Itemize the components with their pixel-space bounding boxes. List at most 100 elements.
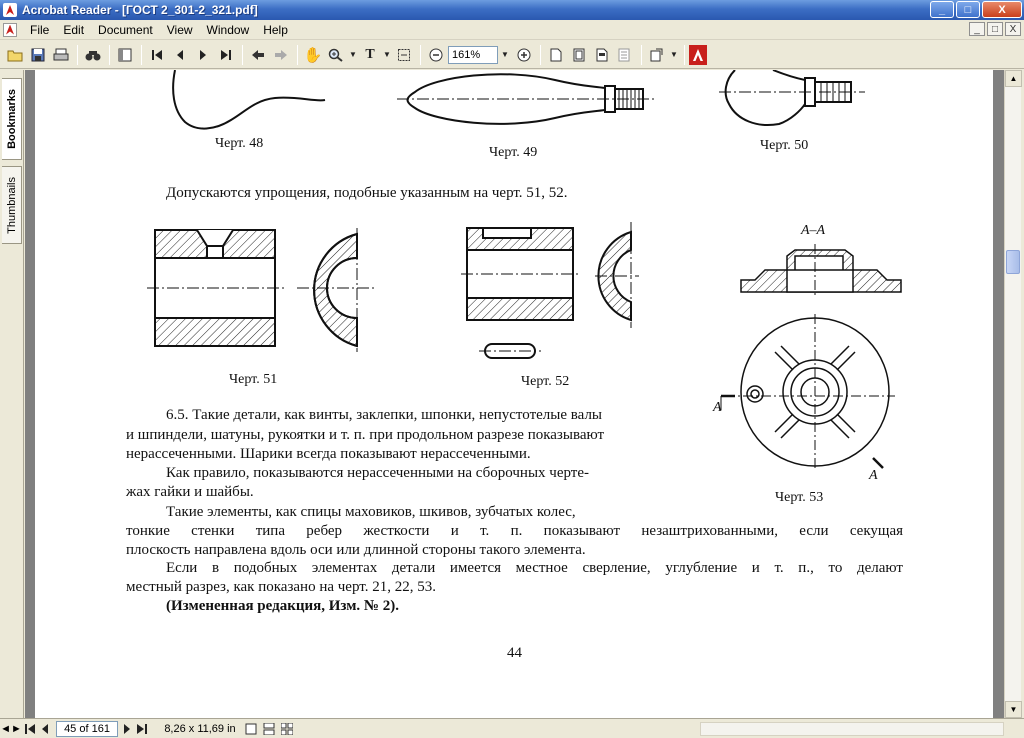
zoom-tool-icon[interactable]: [325, 44, 347, 66]
first-page-icon[interactable]: [146, 44, 168, 66]
amendment-note: (Измененная редакция, Изм. № 2).: [166, 598, 400, 614]
section-arrow-label-left: А: [713, 400, 722, 415]
para-3-line-1: Такие элементы, как спицы маховиков, шки…: [166, 504, 576, 520]
select-tool-dropdown-icon[interactable]: ▼: [383, 50, 391, 59]
rotate-dropdown-icon[interactable]: ▼: [670, 50, 678, 59]
find-icon[interactable]: [82, 44, 104, 66]
minimize-button[interactable]: _: [930, 1, 954, 18]
para-6-5-line-1: 6.5. Такие детали, как винты, заклепки, …: [166, 407, 603, 423]
go-back-icon[interactable]: [247, 44, 269, 66]
save-icon[interactable]: [27, 44, 49, 66]
status-previous-page-icon[interactable]: [38, 721, 52, 737]
window-title: Acrobat Reader - [ГОСТ 2_301-2_321.pdf]: [22, 3, 258, 17]
text-select-tool-icon[interactable]: T: [365, 46, 375, 62]
toolbar-separator: [242, 44, 243, 65]
technical-drawings: [147, 70, 902, 470]
zoom-dropdown-icon[interactable]: ▼: [349, 50, 357, 59]
page-number-field[interactable]: 45 of 161: [56, 720, 118, 737]
scroll-down-arrow-icon[interactable]: ▼: [1005, 701, 1022, 718]
maximize-button[interactable]: □: [956, 1, 980, 18]
zoom-in-icon[interactable]: [513, 44, 535, 66]
tab-thumbnails-label: Thumbnails: [5, 176, 18, 234]
caption-fig53: Черт. 53: [775, 490, 824, 505]
toolbar: ✋ ▼ T ▼ 161% ▼ ▼: [0, 41, 1024, 69]
toolbar-separator: [420, 44, 421, 65]
document-area[interactable]: Черт. 48 Черт. 49 Черт. 50 Черт. 51 Черт…: [25, 70, 1004, 718]
toolbar-separator: [77, 44, 78, 65]
single-page-layout-icon[interactable]: [242, 721, 260, 737]
caption-fig51: Черт. 51: [229, 372, 278, 387]
menu-view[interactable]: View: [166, 22, 193, 37]
caption-fig52: Черт. 52: [521, 374, 570, 389]
intro-paragraph: Допускаются упрощения, подобные указанны…: [166, 185, 568, 201]
open-icon[interactable]: [4, 44, 26, 66]
toolbar-separator: [109, 44, 110, 65]
status-last-page-icon[interactable]: [134, 721, 150, 737]
tab-thumbnails[interactable]: Thumbnails: [2, 166, 22, 244]
toolbar-separator: [540, 44, 541, 65]
toolbar-separator: [297, 44, 298, 65]
zoom-out-icon[interactable]: [425, 44, 447, 66]
doc-minimize-button[interactable]: _: [969, 22, 985, 36]
toolbar-separator: [141, 44, 142, 65]
para-2-line-1: Как правило, показываются нерассеченными…: [166, 465, 589, 481]
toolbar-separator: [641, 44, 642, 65]
window-controls: _ □ X: [930, 1, 1022, 18]
status-bar: ◄► 45 of 161 8,26 x 11,69 in: [0, 718, 1024, 738]
acrobat-app-icon: [3, 3, 17, 17]
caption-fig49: Черт. 49: [489, 145, 538, 160]
figure-50-drawing: [719, 70, 865, 126]
fit-width-icon[interactable]: [591, 44, 613, 66]
actual-size-icon[interactable]: [545, 44, 567, 66]
zoom-level-dropdown-icon[interactable]: ▼: [501, 50, 509, 59]
close-button[interactable]: X: [982, 1, 1022, 18]
go-forward-icon[interactable]: [270, 44, 292, 66]
status-next-page-icon[interactable]: [120, 721, 134, 737]
status-first-page-icon[interactable]: [22, 721, 38, 737]
menu-help[interactable]: Help: [263, 22, 288, 37]
fit-page-icon[interactable]: [568, 44, 590, 66]
reflow-icon[interactable]: [614, 44, 636, 66]
scrollbar-thumb[interactable]: [1006, 250, 1020, 274]
title-bar: Acrobat Reader - [ГОСТ 2_301-2_321.pdf] …: [0, 0, 1024, 20]
previous-page-icon[interactable]: [169, 44, 191, 66]
para-3-line-2: тонкие стенки типа ребер жесткости и т. …: [126, 523, 903, 539]
rotate-view-icon[interactable]: [646, 44, 668, 66]
graphics-select-icon[interactable]: [393, 44, 415, 66]
vertical-scrollbar[interactable]: ▲ ▼: [1004, 70, 1022, 718]
caption-fig48: Черт. 48: [215, 136, 264, 151]
figure-48-drawing: [172, 70, 326, 130]
doc-restore-button[interactable]: □: [987, 22, 1003, 36]
hand-tool-icon[interactable]: ✋: [303, 46, 323, 64]
figure-49-drawing: [397, 73, 657, 125]
pdf-page: Черт. 48 Черт. 49 Черт. 50 Черт. 51 Черт…: [35, 70, 993, 718]
para-4-line-2: местный разрез, как показано на черт. 21…: [126, 579, 436, 595]
continuous-layout-icon[interactable]: [260, 721, 278, 737]
scroll-up-arrow-icon[interactable]: ▲: [1005, 70, 1022, 87]
tab-bookmarks[interactable]: Bookmarks: [2, 78, 22, 160]
para-4-line-1: Если в подобных элементах детали имеется…: [166, 560, 903, 576]
figure-51-drawing: [147, 228, 375, 352]
para-6-5-line-2: и шпиндели, шатуны, рукоятки и т. п. при…: [126, 427, 605, 443]
navigation-pane-tabs: Bookmarks Thumbnails: [0, 70, 24, 718]
menu-file[interactable]: File: [30, 22, 50, 37]
next-page-icon[interactable]: [192, 44, 214, 66]
zoom-level-input[interactable]: 161%: [448, 45, 498, 64]
document-icon[interactable]: [3, 22, 17, 37]
menu-edit[interactable]: Edit: [63, 22, 85, 37]
print-icon[interactable]: [50, 44, 72, 66]
section-arrow-label-right: А: [869, 468, 878, 483]
caption-fig50: Черт. 50: [760, 138, 809, 153]
show-navigation-pane-icon[interactable]: [114, 44, 136, 66]
horizontal-scrollbar[interactable]: [700, 722, 1004, 736]
last-page-icon[interactable]: [215, 44, 237, 66]
tab-bookmarks-label: Bookmarks: [5, 89, 18, 149]
menu-window[interactable]: Window: [206, 22, 250, 37]
toolbar-separator: [684, 44, 685, 65]
adobe-logo-icon[interactable]: [689, 44, 707, 65]
para-2-line-2: жах гайки и шайбы.: [126, 484, 254, 500]
continuous-facing-layout-icon[interactable]: [278, 721, 296, 737]
menu-document[interactable]: Document: [98, 22, 153, 37]
doc-close-button[interactable]: X: [1005, 22, 1021, 36]
navigation-pane-toggle-icon[interactable]: ◄►: [0, 722, 22, 735]
